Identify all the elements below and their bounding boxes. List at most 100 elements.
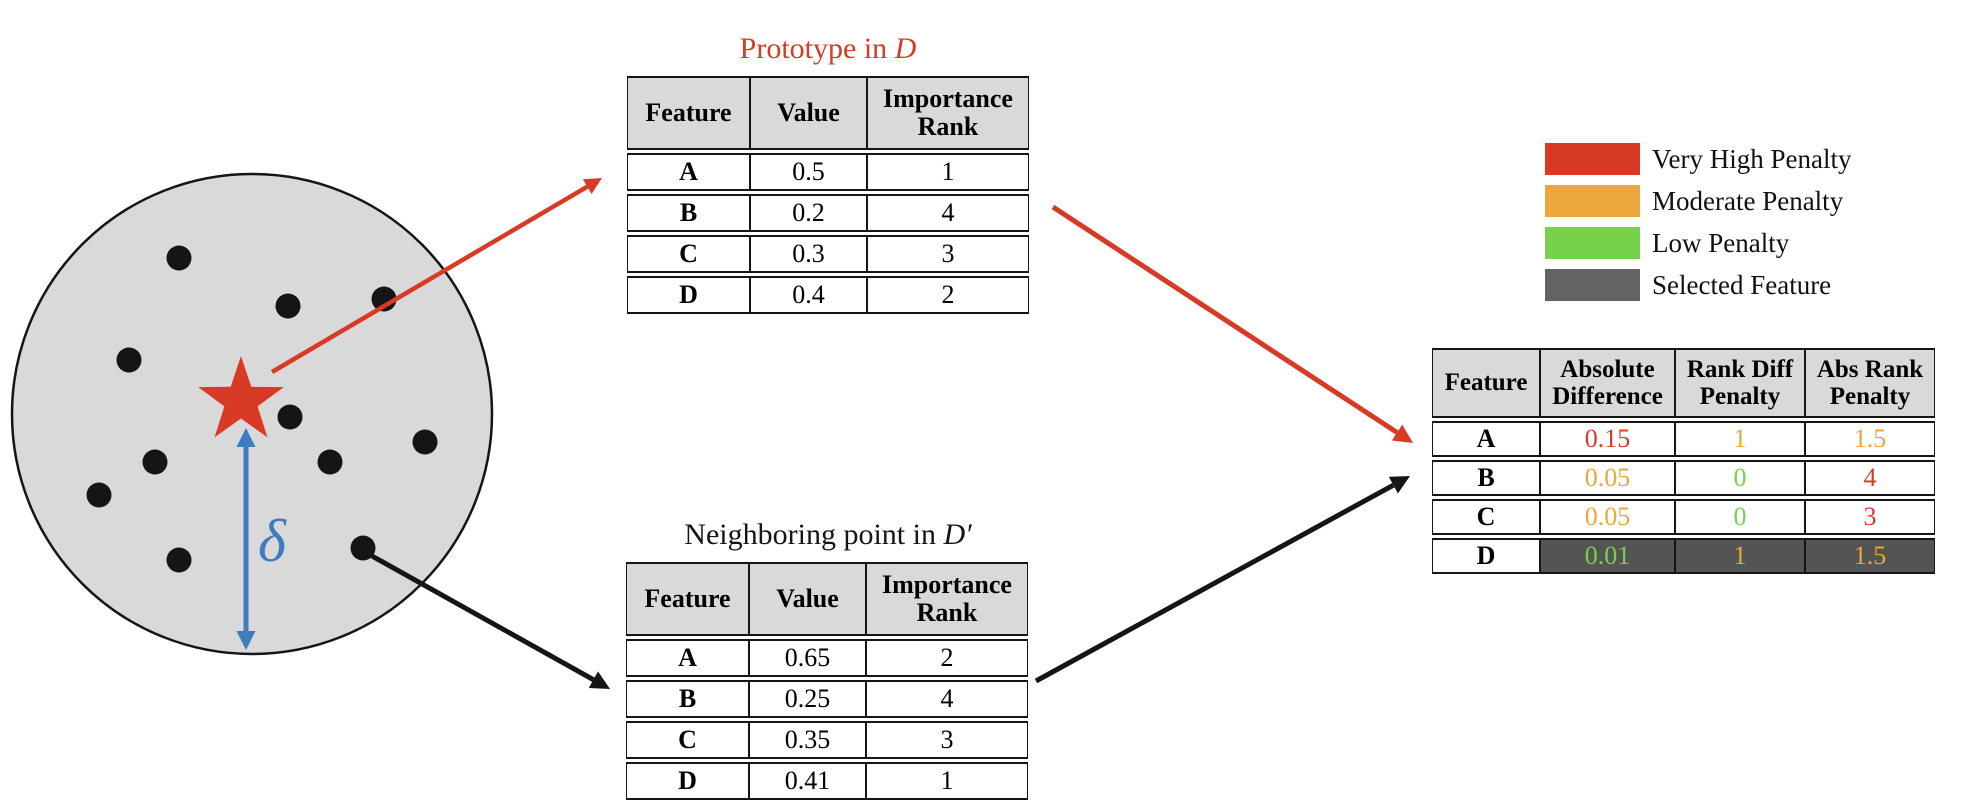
value-cell: 0.4: [750, 276, 867, 314]
rank-diff-penalty-cell: 1: [1675, 421, 1805, 457]
value-cell: 0.25: [749, 680, 866, 718]
value-cell: 0.41: [749, 762, 866, 800]
header-row: Feature Absolute Difference Rank Diff Pe…: [1432, 348, 1935, 418]
arrow-neighboring-to-penalty-table-shaft: [1034, 482, 1395, 684]
feature-cell: B: [627, 194, 750, 232]
data-point-dot: [142, 449, 168, 475]
table-row: D 0.41 1: [626, 762, 1028, 800]
data-point-dot: [166, 245, 192, 271]
feature-cell: A: [1432, 421, 1540, 457]
delta-radius-arrow-head: [236, 631, 256, 650]
rank-cell: 3: [867, 235, 1029, 273]
abs-diff-cell: 0.01: [1540, 538, 1675, 574]
feature-cell: A: [627, 153, 750, 191]
prototype-title-math: D: [894, 32, 917, 65]
data-point-dot: [86, 482, 112, 508]
rank-cell: 4: [867, 194, 1029, 232]
data-point-dot: [275, 293, 301, 319]
rank-diff-penalty-cell: 0: [1675, 460, 1805, 496]
data-point-dot: [116, 347, 142, 373]
legend-item: Selected Feature: [1545, 269, 1851, 301]
data-point-dot: [412, 429, 438, 455]
feature-cell: C: [1432, 499, 1540, 535]
prototype-title-text: Prototype in: [739, 32, 895, 65]
rank-diff-penalty-cell: 0: [1675, 499, 1805, 535]
arrow-prototype-to-penalty-table: [1051, 204, 1413, 443]
feature-cell: D: [1432, 538, 1540, 574]
arrow-star-to-prototype-table-head: [582, 178, 602, 194]
rank-cell: 1: [866, 762, 1028, 800]
header-cell: Feature: [627, 76, 750, 150]
data-point-dot: [317, 449, 343, 475]
arrow-neighboring-to-penalty-table-head: [1388, 476, 1410, 494]
legend-label: Moderate Penalty: [1652, 185, 1844, 216]
arrow-dot-to-neighboring-table: [370, 553, 610, 689]
table-row: A 0.15 1 1.5: [1432, 421, 1935, 457]
table-row: D 0.4 2: [627, 276, 1029, 314]
data-point-dot: [166, 547, 192, 573]
rank-cell: 2: [866, 639, 1028, 677]
arrow-prototype-to-penalty-table-shaft: [1051, 204, 1399, 435]
very-high-penalty-swatch: [1545, 143, 1640, 175]
feature-cell: C: [627, 235, 750, 273]
arrow-dot-to-neighboring-table-shaft: [370, 553, 595, 682]
prototype-table: Feature Value Importance Rank A 0.5 1 B …: [627, 73, 1029, 317]
header-cell: Absolute Difference: [1540, 348, 1675, 418]
value-cell: 0.5: [750, 153, 867, 191]
value-cell: 0.65: [749, 639, 866, 677]
data-point-dot: [277, 404, 303, 430]
arrow-star-to-prototype-table: [270, 178, 602, 374]
prototype-star: [198, 356, 284, 438]
neighboring-title: Neighboring point in D′: [627, 518, 1029, 552]
prototype-title: Prototype in D: [627, 32, 1029, 66]
feature-cell: C: [626, 721, 749, 759]
header-cell: Value: [749, 562, 866, 636]
arrow-prototype-to-penalty-table-head: [1391, 424, 1413, 443]
moderate-penalty-swatch: [1545, 185, 1640, 217]
data-point-dot: [350, 535, 376, 561]
abs-rank-penalty-cell: 1.5: [1805, 421, 1935, 457]
abs-rank-penalty-cell: 1.5: [1805, 538, 1935, 574]
legend-label: Selected Feature: [1652, 269, 1832, 300]
table-row: B 0.25 4: [626, 680, 1028, 718]
arrow-neighboring-to-penalty-table: [1034, 476, 1410, 684]
abs-rank-penalty-cell: 4: [1805, 460, 1935, 496]
table-row: B 0.05 0 4: [1432, 460, 1935, 496]
delta-radius-arrow: [236, 428, 256, 650]
selected-feature-swatch: [1545, 269, 1640, 301]
feature-cell: D: [626, 762, 749, 800]
penalty-table: Feature Absolute Difference Rank Diff Pe…: [1432, 345, 1935, 577]
rank-cell: 1: [867, 153, 1029, 191]
feature-cell: B: [1432, 460, 1540, 496]
table-row: C 0.35 3: [626, 721, 1028, 759]
table-row: A 0.65 2: [626, 639, 1028, 677]
header-cell: Importance Rank: [866, 562, 1028, 636]
rank-diff-penalty-cell: 1: [1675, 538, 1805, 574]
abs-diff-cell: 0.05: [1540, 460, 1675, 496]
data-point-dot: [371, 286, 397, 312]
neighboring-title-math: D′: [943, 518, 972, 551]
table-row: C 0.05 0 3: [1432, 499, 1935, 535]
delta-label: δ: [258, 508, 287, 574]
penalty-legend: Very High Penalty Moderate Penalty Low P…: [1545, 143, 1851, 301]
rank-cell: 3: [866, 721, 1028, 759]
header-cell: Abs Rank Penalty: [1805, 348, 1935, 418]
feature-cell: A: [626, 639, 749, 677]
header-cell: Rank Diff Penalty: [1675, 348, 1805, 418]
header-row: Feature Value Importance Rank: [627, 76, 1029, 150]
arrow-dot-to-neighboring-table-head: [588, 671, 610, 689]
table-row: B 0.2 4: [627, 194, 1029, 232]
legend-label: Low Penalty: [1652, 227, 1790, 258]
low-penalty-swatch: [1545, 227, 1640, 259]
header-cell: Feature: [626, 562, 749, 636]
legend-item: Very High Penalty: [1545, 143, 1851, 175]
legend-item: Low Penalty: [1545, 227, 1851, 259]
legend-item: Moderate Penalty: [1545, 185, 1851, 217]
abs-diff-cell: 0.05: [1540, 499, 1675, 535]
neighboring-title-text: Neighboring point in: [684, 518, 944, 551]
value-cell: 0.2: [750, 194, 867, 232]
table-row: A 0.5 1: [627, 153, 1029, 191]
feature-cell: B: [626, 680, 749, 718]
